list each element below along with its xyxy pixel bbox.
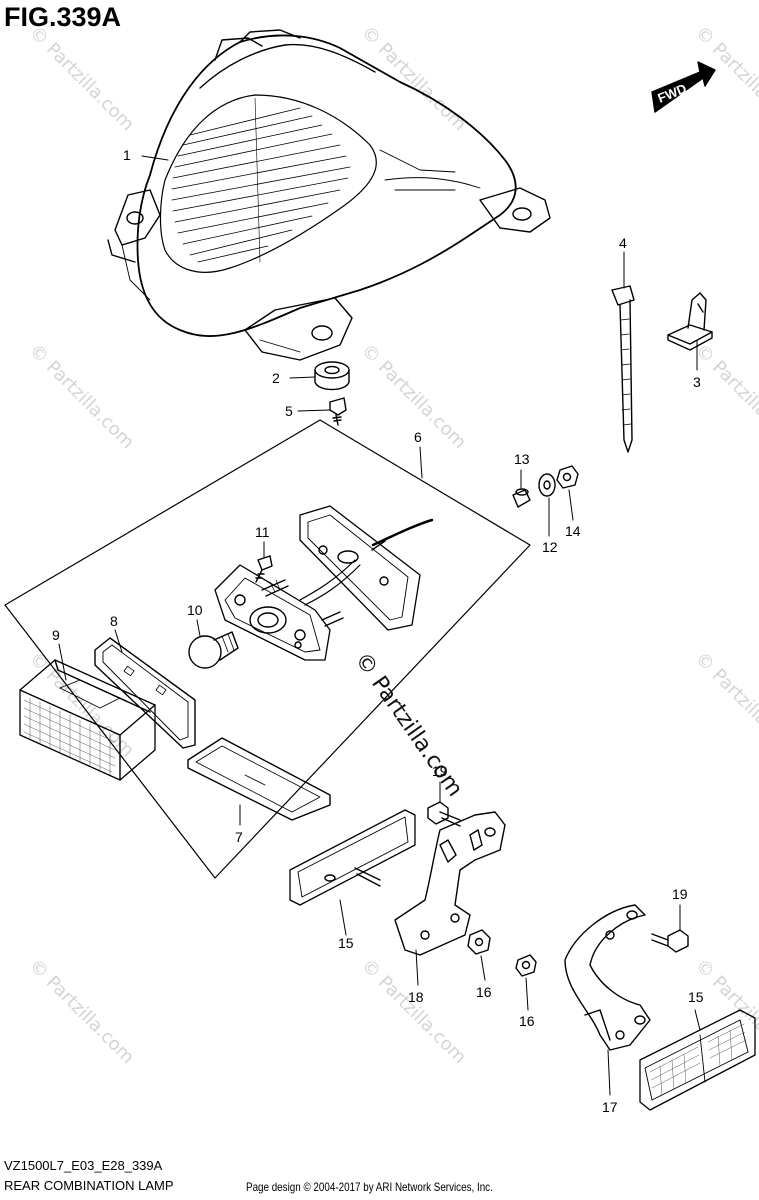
nut-left [467, 929, 491, 955]
callout-7: 7 [235, 829, 243, 845]
callout-10: 10 [187, 602, 203, 618]
assembly-box-outline [4, 419, 531, 879]
bracket-left [394, 811, 506, 956]
copyright-notice: Page design © 2004-2017 by ARI Network S… [246, 1180, 493, 1194]
callout-labels: 1 2 5 4 3 6 13 12 14 11 10 8 9 7 15 19 1… [52, 147, 704, 1115]
lamp-socket-assembly [214, 505, 434, 661]
callout-1: 1 [123, 147, 131, 163]
socket-screw [255, 555, 273, 583]
tail-lamp-housing [107, 29, 551, 361]
callout-8: 8 [110, 613, 118, 629]
bulb [188, 631, 239, 669]
callout-3: 3 [693, 374, 701, 390]
callout-2: 2 [272, 370, 280, 386]
bolt-right [651, 929, 689, 953]
reflector-left [289, 809, 416, 906]
grommet [314, 361, 350, 391]
callout-15-right: 15 [688, 989, 704, 1005]
bracket-right [564, 904, 651, 1051]
callout-12: 12 [542, 539, 558, 555]
nut-right [515, 954, 537, 977]
callout-3-screw: 5 [285, 403, 293, 419]
callout-9: 9 [52, 627, 60, 643]
fwd-label: FWD [656, 81, 689, 106]
callout-6: 6 [414, 429, 422, 445]
callout-17: 17 [602, 1099, 618, 1115]
assembly-name: REAR COMBINATION LAMP [4, 1178, 174, 1193]
nut [556, 465, 579, 489]
callout-11: 11 [255, 524, 270, 540]
callout-4: 4 [619, 235, 627, 251]
plate-light-lens [187, 737, 331, 821]
callout-15-left: 15 [338, 935, 354, 951]
cable-tie [611, 285, 635, 453]
forward-direction-arrow: FWD [651, 61, 716, 113]
washer [538, 473, 556, 497]
spacer [512, 488, 531, 508]
wire-clip [667, 292, 713, 351]
leader-lines [58, 155, 701, 1096]
callout-19-right: 19 [672, 886, 688, 902]
callout-14: 14 [565, 523, 581, 539]
screw [329, 397, 347, 426]
callout-18: 18 [408, 989, 424, 1005]
callout-16-left: 16 [476, 984, 492, 1000]
license-lens [19, 659, 156, 781]
callout-16-right: 16 [519, 1013, 535, 1029]
model-code: VZ1500L7_E03_E28_339A [4, 1158, 163, 1173]
lens-gasket [94, 637, 196, 749]
figure-title: FIG.339A [4, 2, 122, 32]
callout-13: 13 [514, 451, 530, 467]
reflector-right [639, 1009, 756, 1111]
bolt-upper [427, 801, 461, 827]
callout-19-upper: 19 [432, 763, 448, 779]
